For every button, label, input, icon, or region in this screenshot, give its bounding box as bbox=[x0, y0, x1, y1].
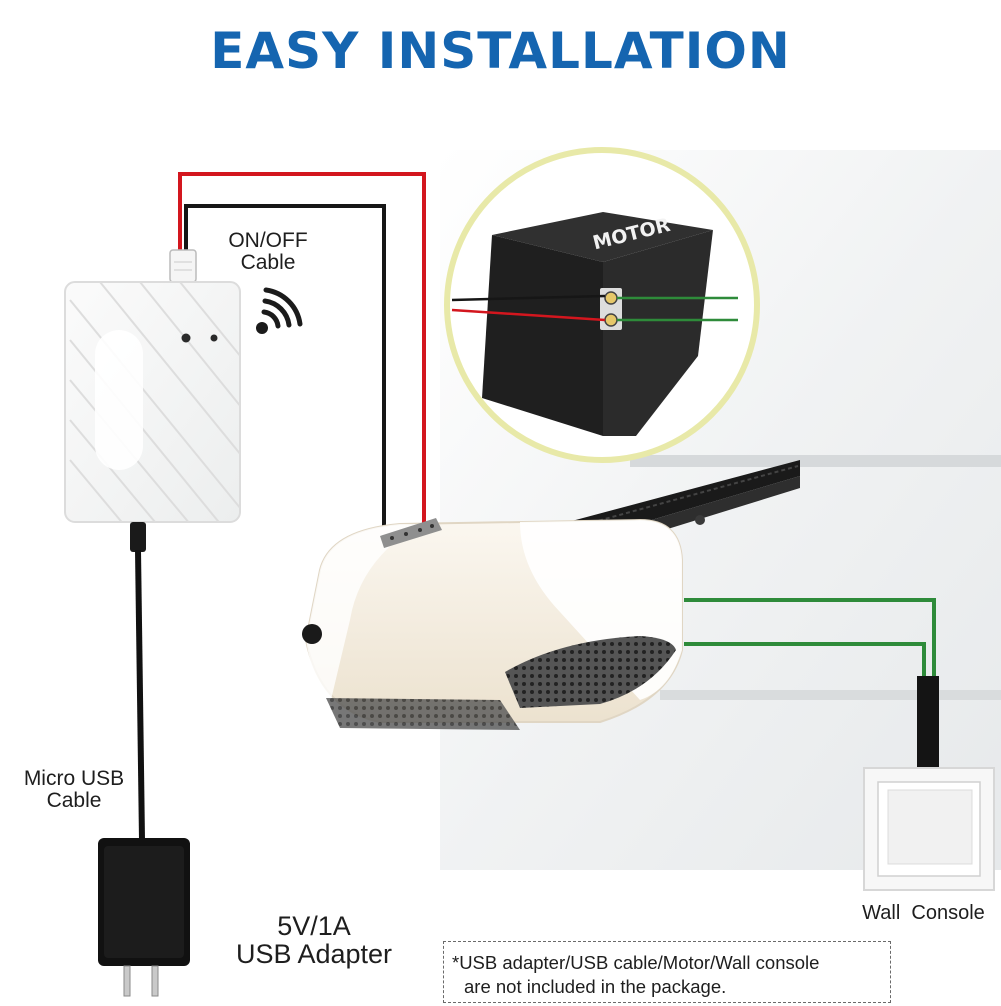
onoff-connector bbox=[169, 249, 197, 283]
usb-adapter-label-line1: 5V/1A bbox=[277, 911, 351, 941]
package-note-line2: are not included in the package. bbox=[464, 976, 727, 997]
wall-console-cable bbox=[917, 676, 939, 768]
package-note-line1: *USB adapter/USB cable/Motor/Wall consol… bbox=[452, 952, 820, 973]
ceiling-shadow bbox=[630, 455, 1001, 467]
page-title: EASY INSTALLATION bbox=[210, 22, 791, 80]
micro-usb-cable-label: Micro USB Cable bbox=[8, 768, 140, 812]
onoff-cable-label: ON/OFF Cable bbox=[216, 230, 320, 274]
wall-console bbox=[863, 767, 995, 891]
green-wire-lower bbox=[684, 642, 926, 680]
ceiling-edge bbox=[660, 690, 1001, 700]
wifi-module bbox=[64, 281, 241, 523]
onoff-cable-label-line2: Cable bbox=[240, 251, 296, 274]
green-wire-upper bbox=[684, 598, 936, 680]
usb-adapter bbox=[98, 838, 190, 997]
wall-console-label: Wall Console bbox=[862, 902, 985, 924]
red-wire bbox=[178, 172, 426, 528]
usb-adapter-label: 5V/1A USB Adapter bbox=[214, 912, 414, 968]
micro-usb-cable-label-line2: Cable bbox=[46, 789, 102, 812]
micro-usb-cable-label-line1: Micro USB bbox=[23, 767, 125, 790]
usb-adapter-label-line2: USB Adapter bbox=[235, 939, 393, 969]
motor-inset bbox=[444, 147, 760, 463]
micro-usb-plug bbox=[130, 522, 146, 552]
onoff-cable-label-line1: ON/OFF bbox=[228, 229, 308, 252]
black-wire bbox=[184, 204, 386, 535]
package-note: *USB adapter/USB cable/Motor/Wall consol… bbox=[443, 941, 891, 1003]
garage-door-opener bbox=[302, 518, 683, 730]
wifi-signal-icon bbox=[256, 287, 303, 334]
micro-usb-cable bbox=[135, 549, 145, 841]
